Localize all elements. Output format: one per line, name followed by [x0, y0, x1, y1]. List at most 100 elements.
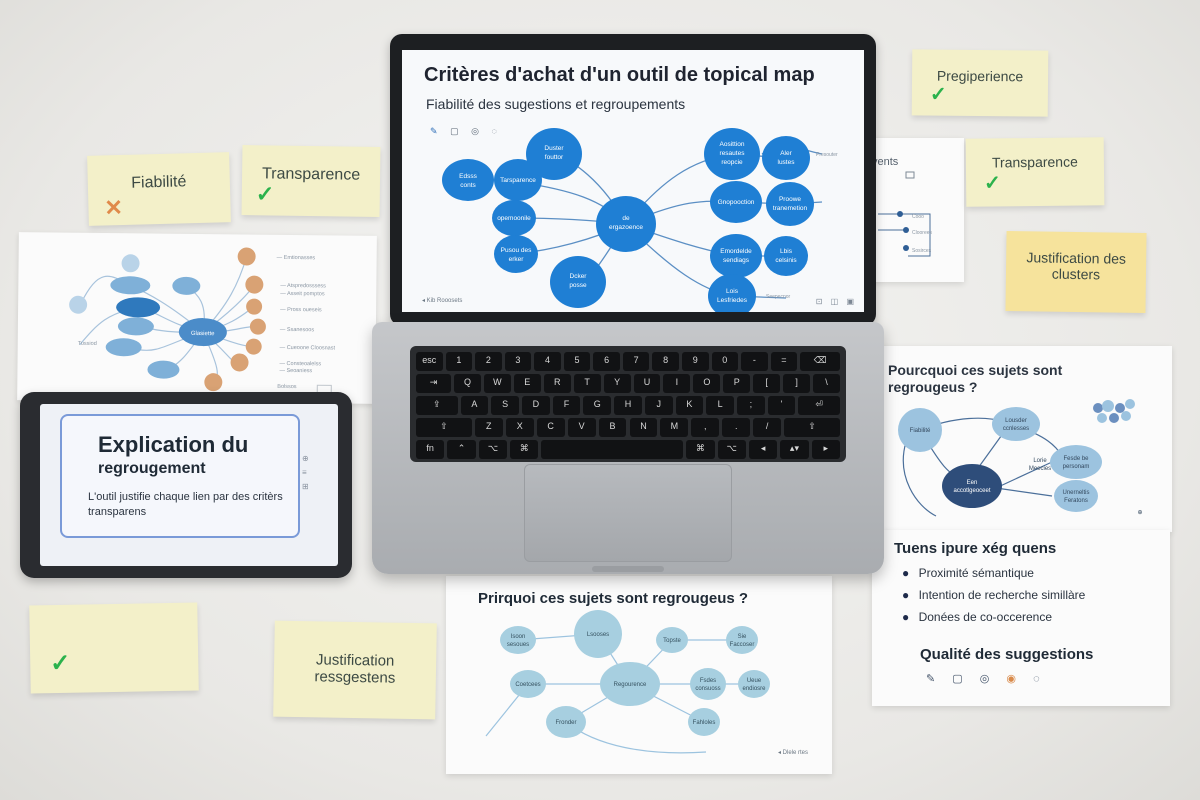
keyboard-key[interactable]: 6 — [593, 352, 620, 371]
svg-text:Tussiod: Tussiod — [78, 341, 97, 347]
svg-text:conts: conts — [460, 182, 476, 189]
bottom-paper-footer: ◂ Dlele rtes — [777, 750, 808, 756]
check-circle-icon[interactable]: ◎ — [471, 126, 479, 136]
keyboard-key[interactable]: \ — [813, 374, 840, 393]
keyboard-key[interactable]: W — [483, 374, 511, 393]
keyboard-key[interactable]: ⌘ — [686, 440, 715, 459]
keyboard-key[interactable]: R — [543, 374, 571, 393]
keyboard-key[interactable]: F — [552, 396, 581, 415]
tablet-menu-icon[interactable]: ≡ — [302, 468, 307, 477]
keyboard-key[interactable]: ⌥ — [478, 440, 508, 459]
keyboard-key[interactable]: ⌘ — [510, 440, 539, 459]
keyboard-key[interactable]: I — [663, 374, 691, 393]
keyboard-key[interactable]: ] — [783, 374, 811, 393]
svg-text:fouttor: fouttor — [545, 154, 564, 161]
keyboard-key[interactable]: ' — [767, 396, 796, 415]
tablet-add-icon[interactable]: ⊕ — [302, 454, 309, 463]
explanation-card: Explication du regrougement L'outil just… — [60, 414, 300, 538]
svg-text:— Emtionasses: — Emtionasses — [277, 255, 316, 261]
svg-text:Aosittion: Aosittion — [720, 141, 745, 148]
laptop-trackpad[interactable] — [524, 464, 732, 562]
keyboard-key[interactable]: ▸ — [811, 440, 840, 459]
keyboard-key[interactable]: , — [691, 418, 720, 437]
keyboard-key[interactable]: ; — [737, 396, 765, 415]
circle-icon: ◌ — [1033, 673, 1040, 685]
keyboard-key[interactable]: ⇧ — [784, 418, 840, 437]
laptop-screen-bottom-icons: ⊡ ◫ ▣ — [816, 297, 854, 306]
small-paper-label: vents — [872, 156, 899, 168]
keyboard-key[interactable]: Y — [603, 374, 631, 393]
keyboard-key[interactable]: ⇥ — [416, 374, 451, 393]
criteria-list-item: ● Intention de recherche simillàre — [902, 588, 1085, 602]
svg-text:Cooo: Cooo — [912, 214, 924, 220]
keyboard-key[interactable]: G — [583, 396, 612, 415]
tablet-grid-icon[interactable]: ⊞ — [302, 482, 309, 491]
svg-text:Seepecnor: Seepecnor — [766, 294, 791, 300]
keyboard-key[interactable]: C — [536, 418, 565, 437]
keyboard-key[interactable]: X — [505, 418, 534, 437]
export-icon[interactable]: ▣ — [846, 297, 854, 306]
chat-icon[interactable]: ◌ — [491, 126, 497, 136]
keyboard-key[interactable]: B — [598, 418, 627, 437]
svg-text:Lousder: Lousder — [1005, 418, 1027, 424]
zoom-icon[interactable]: ⊡ — [815, 297, 823, 306]
svg-text:Presouter: Presouter — [816, 152, 838, 158]
keyboard-key[interactable]: 1 — [445, 352, 473, 371]
keyboard-key[interactable]: fn — [416, 440, 445, 459]
keyboard-key[interactable]: M — [660, 418, 689, 437]
keyboard-key[interactable]: H — [614, 396, 642, 415]
keyboard-key[interactable]: 7 — [622, 352, 650, 371]
keyboard-key[interactable]: L — [706, 396, 734, 415]
keyboard-key[interactable]: . — [722, 418, 751, 437]
sticky-note-transparence-right: Transparence ✓ — [965, 137, 1105, 207]
svg-text:⊕: ⊕ — [1137, 510, 1142, 516]
pen-icon[interactable]: ✎ — [430, 126, 438, 136]
small-flow-diagram: Cooo Cloorees Sosirces — [878, 171, 933, 257]
keyboard-key[interactable]: - — [741, 352, 768, 371]
svg-text:de: de — [622, 215, 630, 222]
keyboard-key[interactable]: 3 — [504, 352, 532, 371]
keyboard-key[interactable]: U — [633, 374, 661, 393]
share-icon[interactable]: ◫ — [830, 297, 839, 306]
keyboard-key[interactable]: N — [629, 418, 658, 437]
keyboard-key[interactable]: / — [753, 418, 782, 437]
keyboard-key[interactable]: T — [573, 374, 601, 393]
keyboard-key[interactable]: A — [460, 396, 489, 415]
keyboard-key[interactable]: E — [513, 374, 541, 393]
laptop-screen-subtitle: Fiabilité des sugestions et regroupement… — [426, 96, 686, 112]
cross-icon: ✕ — [104, 194, 124, 221]
keyboard-key[interactable]: Z — [474, 418, 503, 437]
keyboard-key[interactable]: [ — [753, 374, 781, 393]
keyboard-key[interactable]: S — [491, 396, 519, 415]
keyboard-key[interactable]: ⌃ — [447, 440, 476, 459]
keyboard-key[interactable]: J — [644, 396, 673, 415]
keyboard-key[interactable]: esc — [416, 352, 443, 371]
frame-icon[interactable]: ▢ — [450, 126, 459, 136]
keyboard-key[interactable]: 5 — [563, 352, 591, 371]
keyboard-key[interactable]: D — [522, 396, 550, 415]
keyboard-key[interactable]: ◂ — [748, 440, 778, 459]
svg-text:Lsooses: Lsooses — [587, 632, 609, 638]
keyboard-key[interactable]: ⇪ — [416, 396, 458, 415]
keyboard-key[interactable]: ⇧ — [416, 418, 472, 437]
keyboard-key[interactable]: ▴▾ — [780, 440, 809, 459]
keyboard-key[interactable]: 8 — [652, 352, 679, 371]
keyboard-key[interactable] — [541, 440, 684, 459]
keyboard-key[interactable]: 9 — [681, 352, 709, 371]
bullet-icon: ● — [902, 610, 910, 624]
sticky-note-transparence-left: Transparence ✓ — [241, 145, 381, 217]
keyboard-key[interactable]: = — [770, 352, 798, 371]
keyboard-key[interactable]: P — [723, 374, 751, 393]
keyboard-key[interactable]: O — [693, 374, 721, 393]
keyboard-key[interactable]: ⏎ — [798, 396, 840, 415]
keyboard-key[interactable]: 4 — [534, 352, 561, 371]
keyboard-key[interactable]: Q — [454, 374, 481, 393]
svg-text:— Seoaniess: — Seoaniess — [279, 368, 312, 374]
svg-text:endiosre: endiosre — [742, 686, 766, 692]
keyboard-key[interactable]: 2 — [475, 352, 502, 371]
keyboard-key[interactable]: K — [675, 396, 704, 415]
keyboard-key[interactable]: V — [567, 418, 596, 437]
keyboard-key[interactable]: ⌫ — [800, 352, 840, 371]
keyboard-key[interactable]: 0 — [711, 352, 739, 371]
keyboard-key[interactable]: ⌥ — [717, 440, 746, 459]
